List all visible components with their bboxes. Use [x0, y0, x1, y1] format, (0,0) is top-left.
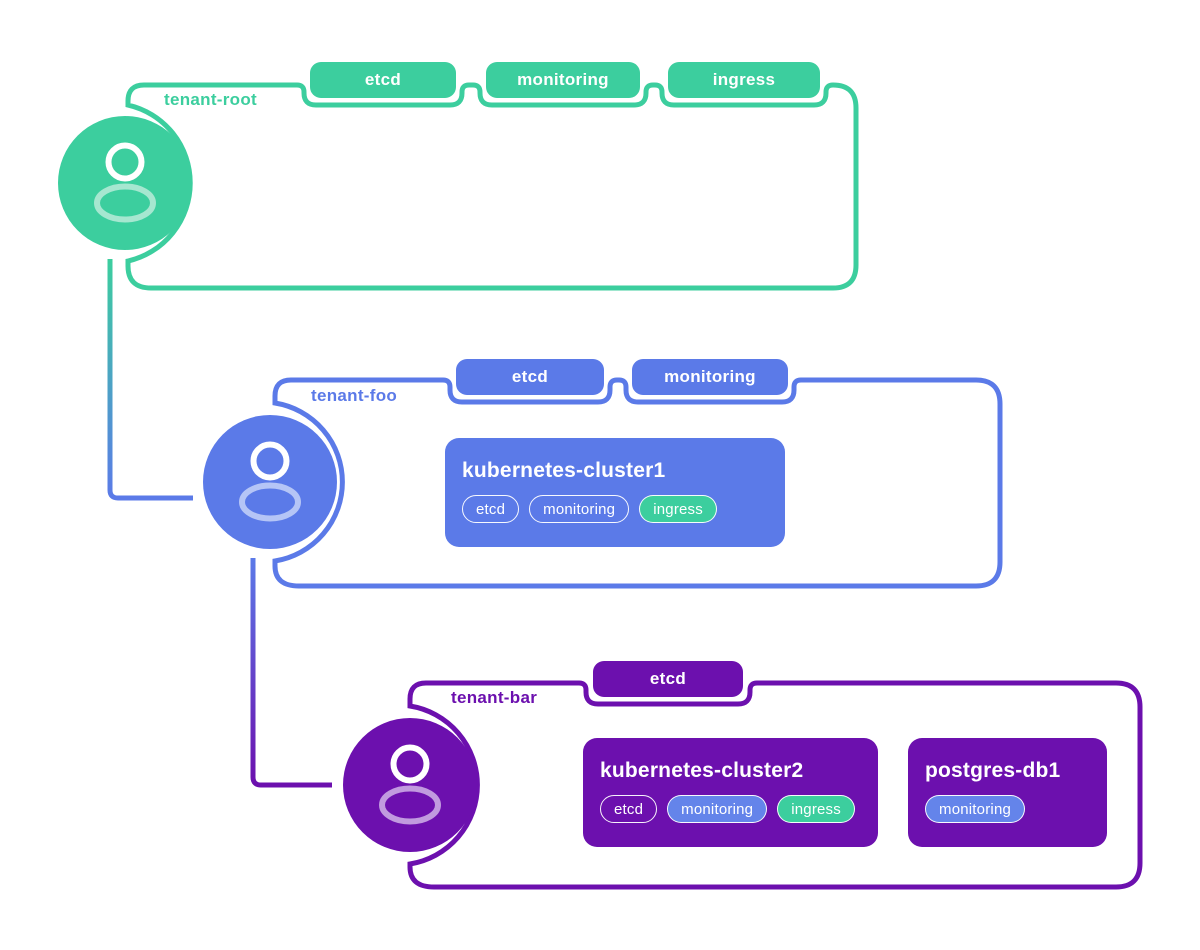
resource-tag-etcd: etcd [600, 795, 658, 823]
resource-tag-ingress: ingress [777, 795, 855, 823]
resource-tag-row: etcd monitoring ingress [462, 495, 769, 523]
resource-tag-monitoring: monitoring [925, 795, 1026, 823]
tenant-bar-boundary [407, 680, 1143, 890]
connector-root-to-foo [107, 259, 193, 501]
resource-tag-monitoring: monitoring [667, 795, 768, 823]
resource-tag-monitoring: monitoring [529, 495, 630, 523]
tenant-foo-tag-etcd: etcd [456, 359, 604, 395]
tenant-foo-label: tenant-foo [311, 386, 398, 405]
tenant-root-tag-monitoring: monitoring [486, 62, 640, 98]
user-icon-body [239, 482, 301, 522]
user-icon-body [94, 183, 156, 223]
resource-tag-row: monitoring [925, 795, 1091, 823]
tenant-bar-avatar [343, 718, 477, 852]
avatar-circle [58, 116, 192, 250]
tenant-foo-boundary [272, 377, 1003, 589]
resource-tag-etcd: etcd [462, 495, 520, 523]
tenant-root-tag-etcd: etcd [310, 62, 456, 98]
user-icon-head [390, 744, 430, 784]
avatar-circle [203, 415, 337, 549]
resource-tag-row: etcd monitoring ingress [600, 795, 862, 823]
tenant-root-boundary [125, 82, 859, 291]
resource-card-kubernetes-cluster2: kubernetes-cluster2 etcd monitoring ingr… [583, 738, 878, 847]
tenant-foo-avatar [203, 415, 337, 549]
resource-card-kubernetes-cluster1: kubernetes-cluster1 etcd monitoring ingr… [445, 438, 785, 547]
resource-title: kubernetes-cluster1 [462, 459, 666, 482]
resource-tag-ingress: ingress [639, 495, 717, 523]
tenant-root-label: tenant-root [164, 90, 258, 109]
tenant-bar-tag-etcd: etcd [593, 661, 743, 697]
avatar-circle [343, 718, 477, 852]
tenant-foo-tag-monitoring: monitoring [632, 359, 788, 395]
user-icon-body [379, 785, 441, 825]
connector-foo-to-bar [250, 558, 332, 788]
tenant-root-avatar [58, 116, 192, 250]
resource-title: kubernetes-cluster2 [600, 759, 804, 782]
tenant-root-tag-ingress: ingress [668, 62, 820, 98]
user-icon-head [250, 441, 290, 481]
resource-title: postgres-db1 [925, 759, 1061, 782]
tenant-bar-label: tenant-bar [451, 688, 538, 707]
resource-card-postgres-db1: postgres-db1 monitoring [908, 738, 1107, 847]
user-icon-head [105, 142, 145, 182]
